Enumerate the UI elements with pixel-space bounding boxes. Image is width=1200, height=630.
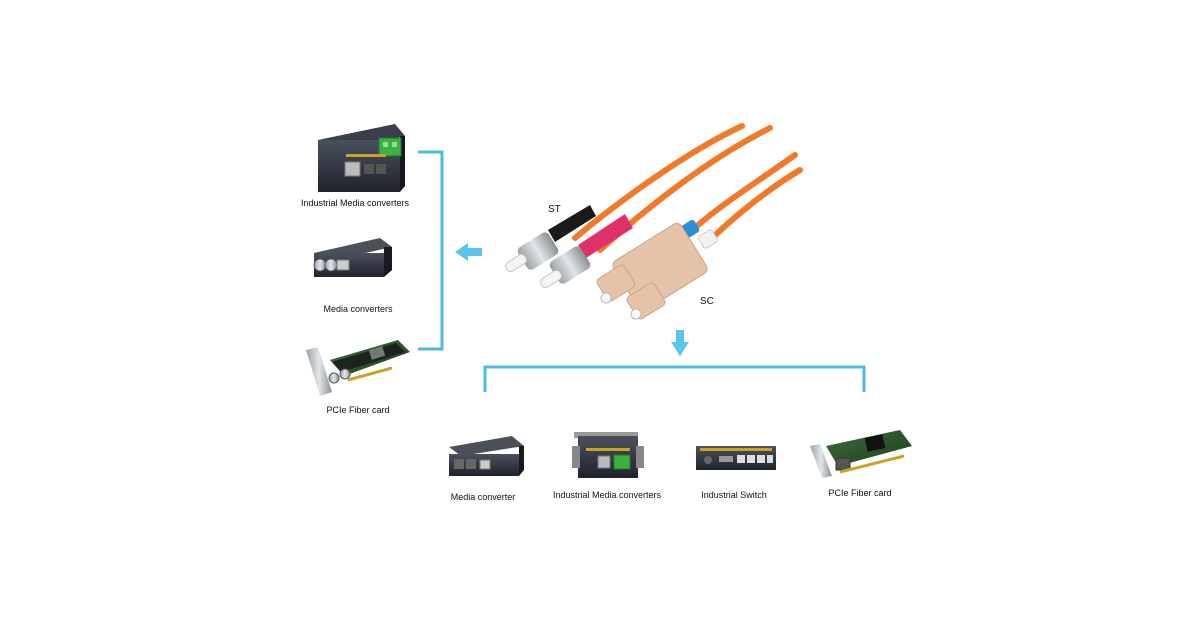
st-connector-black [505, 205, 596, 273]
bottom-device-label-industrial-media-converters: Industrial Media converters [552, 490, 662, 500]
left-arrow-icon [455, 243, 482, 261]
sc-connector [596, 219, 718, 320]
left-device-label-industrial-media-converters: Industrial Media converters [300, 198, 410, 208]
left-bracket [418, 150, 444, 351]
bottom-bracket [483, 365, 866, 392]
left-device-industrial-media-converter [318, 124, 405, 192]
left-device-label-media-converters: Media converters [323, 304, 393, 314]
bottom-device-label-pcie-fiber-card: PCIe Fiber card [828, 488, 892, 498]
sc-connector-label: SC [700, 296, 714, 307]
bottom-device-label-industrial-switch: Industrial Switch [701, 490, 767, 500]
bottom-device-industrial-switch [696, 446, 776, 470]
left-device-pcie-fiber-card [306, 340, 410, 396]
st-connector-pink [540, 214, 633, 289]
bottom-device-label-media-converter: Media converter [450, 492, 516, 502]
left-device-label-pcie-fiber-card: PCIe Fiber card [326, 405, 390, 415]
bottom-device-media-converter [449, 436, 524, 476]
bottom-device-pcie-fiber-card [810, 430, 912, 478]
bottom-device-industrial-media-converter [572, 432, 644, 478]
st-connector-label: ST [548, 204, 561, 215]
down-arrow-icon [671, 330, 689, 356]
fiber-patch-cord [505, 123, 803, 320]
left-device-media-converter [313, 238, 392, 277]
